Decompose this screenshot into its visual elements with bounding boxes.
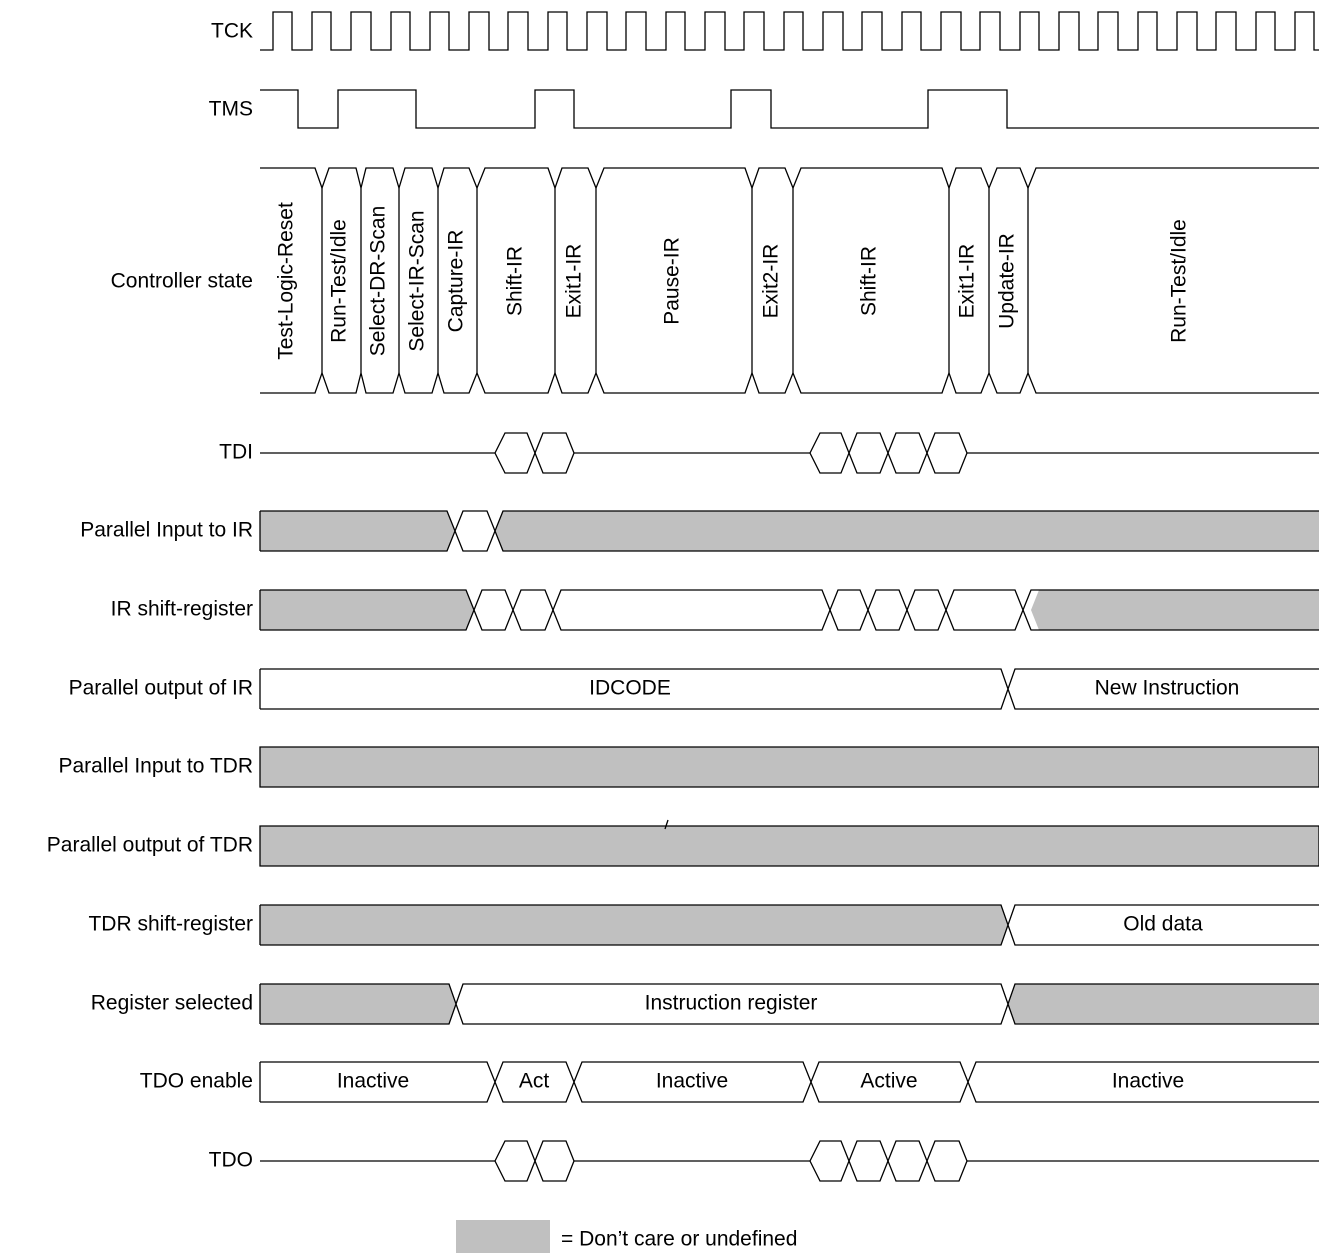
state-test-logic-reset: Test-Logic-Reset [275,202,298,360]
tdo-enable-waveform [259,1061,1319,1103]
tck-waveform [260,11,1319,51]
signal-label-tdi: TDI [219,441,253,464]
legend-label: = Don’t care or undefined [561,1228,797,1251]
signal-label-tms: TMS [209,98,253,121]
ir-shift-register-waveform [259,589,1319,631]
value-new-instruction: New Instruction [1095,677,1240,700]
legend-dont-care-swatch [456,1220,550,1253]
state-capture-ir: Capture-IR [445,230,468,333]
signal-label-pin-tdr: Parallel Input to TDR [58,755,253,778]
tdi-waveform [260,432,1319,474]
value-tdo-inactive-1: Inactive [337,1070,409,1093]
value-tdo-inactive-3: Inactive [1112,1070,1184,1093]
state-select-dr-scan: Select-DR-Scan [367,206,390,357]
register-selected-waveform [259,983,1319,1025]
parallel-input-tdr-waveform [259,746,1319,788]
tms-waveform [260,89,1319,129]
signal-label-tdr-sr: TDR shift-register [88,913,253,936]
state-exit1-ir: Exit1-IR [563,244,586,319]
state-select-ir-scan: Select-IR-Scan [406,210,429,351]
signal-label-tdo: TDO [209,1149,253,1172]
signal-label-reg-sel: Register selected [91,992,253,1015]
signal-label-pout-ir: Parallel output of IR [69,677,253,700]
value-instruction-register: Instruction register [645,992,818,1015]
state-pause-ir: Pause-IR [661,237,684,325]
state-run-test-idle: Run-Test/Idle [328,219,351,343]
value-tdo-active: Active [860,1070,917,1093]
tdr-shift-register-waveform [259,904,1319,946]
parallel-output-ir-waveform [259,668,1319,710]
signal-label-tdo-en: TDO enable [140,1070,253,1093]
state-run-test-idle-2: Run-Test/Idle [1168,219,1191,343]
signal-label-tck: TCK [211,20,253,43]
state-shift-ir-2: Shift-IR [858,246,881,316]
value-idcode: IDCODE [589,677,671,700]
signal-label-state: Controller state [111,270,253,293]
parallel-output-tdr-waveform [259,819,1319,867]
state-exit1-ir-2: Exit1-IR [956,244,979,319]
controller-state-bus [260,167,1319,394]
value-tdo-inactive-2: Inactive [656,1070,728,1093]
state-update-ir: Update-IR [996,233,1019,329]
state-exit2-ir: Exit2-IR [760,244,783,319]
parallel-input-ir-waveform [259,510,1319,552]
signal-label-pout-tdr: Parallel output of TDR [47,834,253,857]
signal-label-pin-ir: Parallel Input to IR [80,519,253,542]
tdo-waveform [260,1140,1319,1182]
value-old-data: Old data [1123,913,1203,936]
state-shift-ir: Shift-IR [504,246,527,316]
value-tdo-act: Act [519,1070,550,1093]
signal-label-ir-sr: IR shift-register [111,598,253,621]
